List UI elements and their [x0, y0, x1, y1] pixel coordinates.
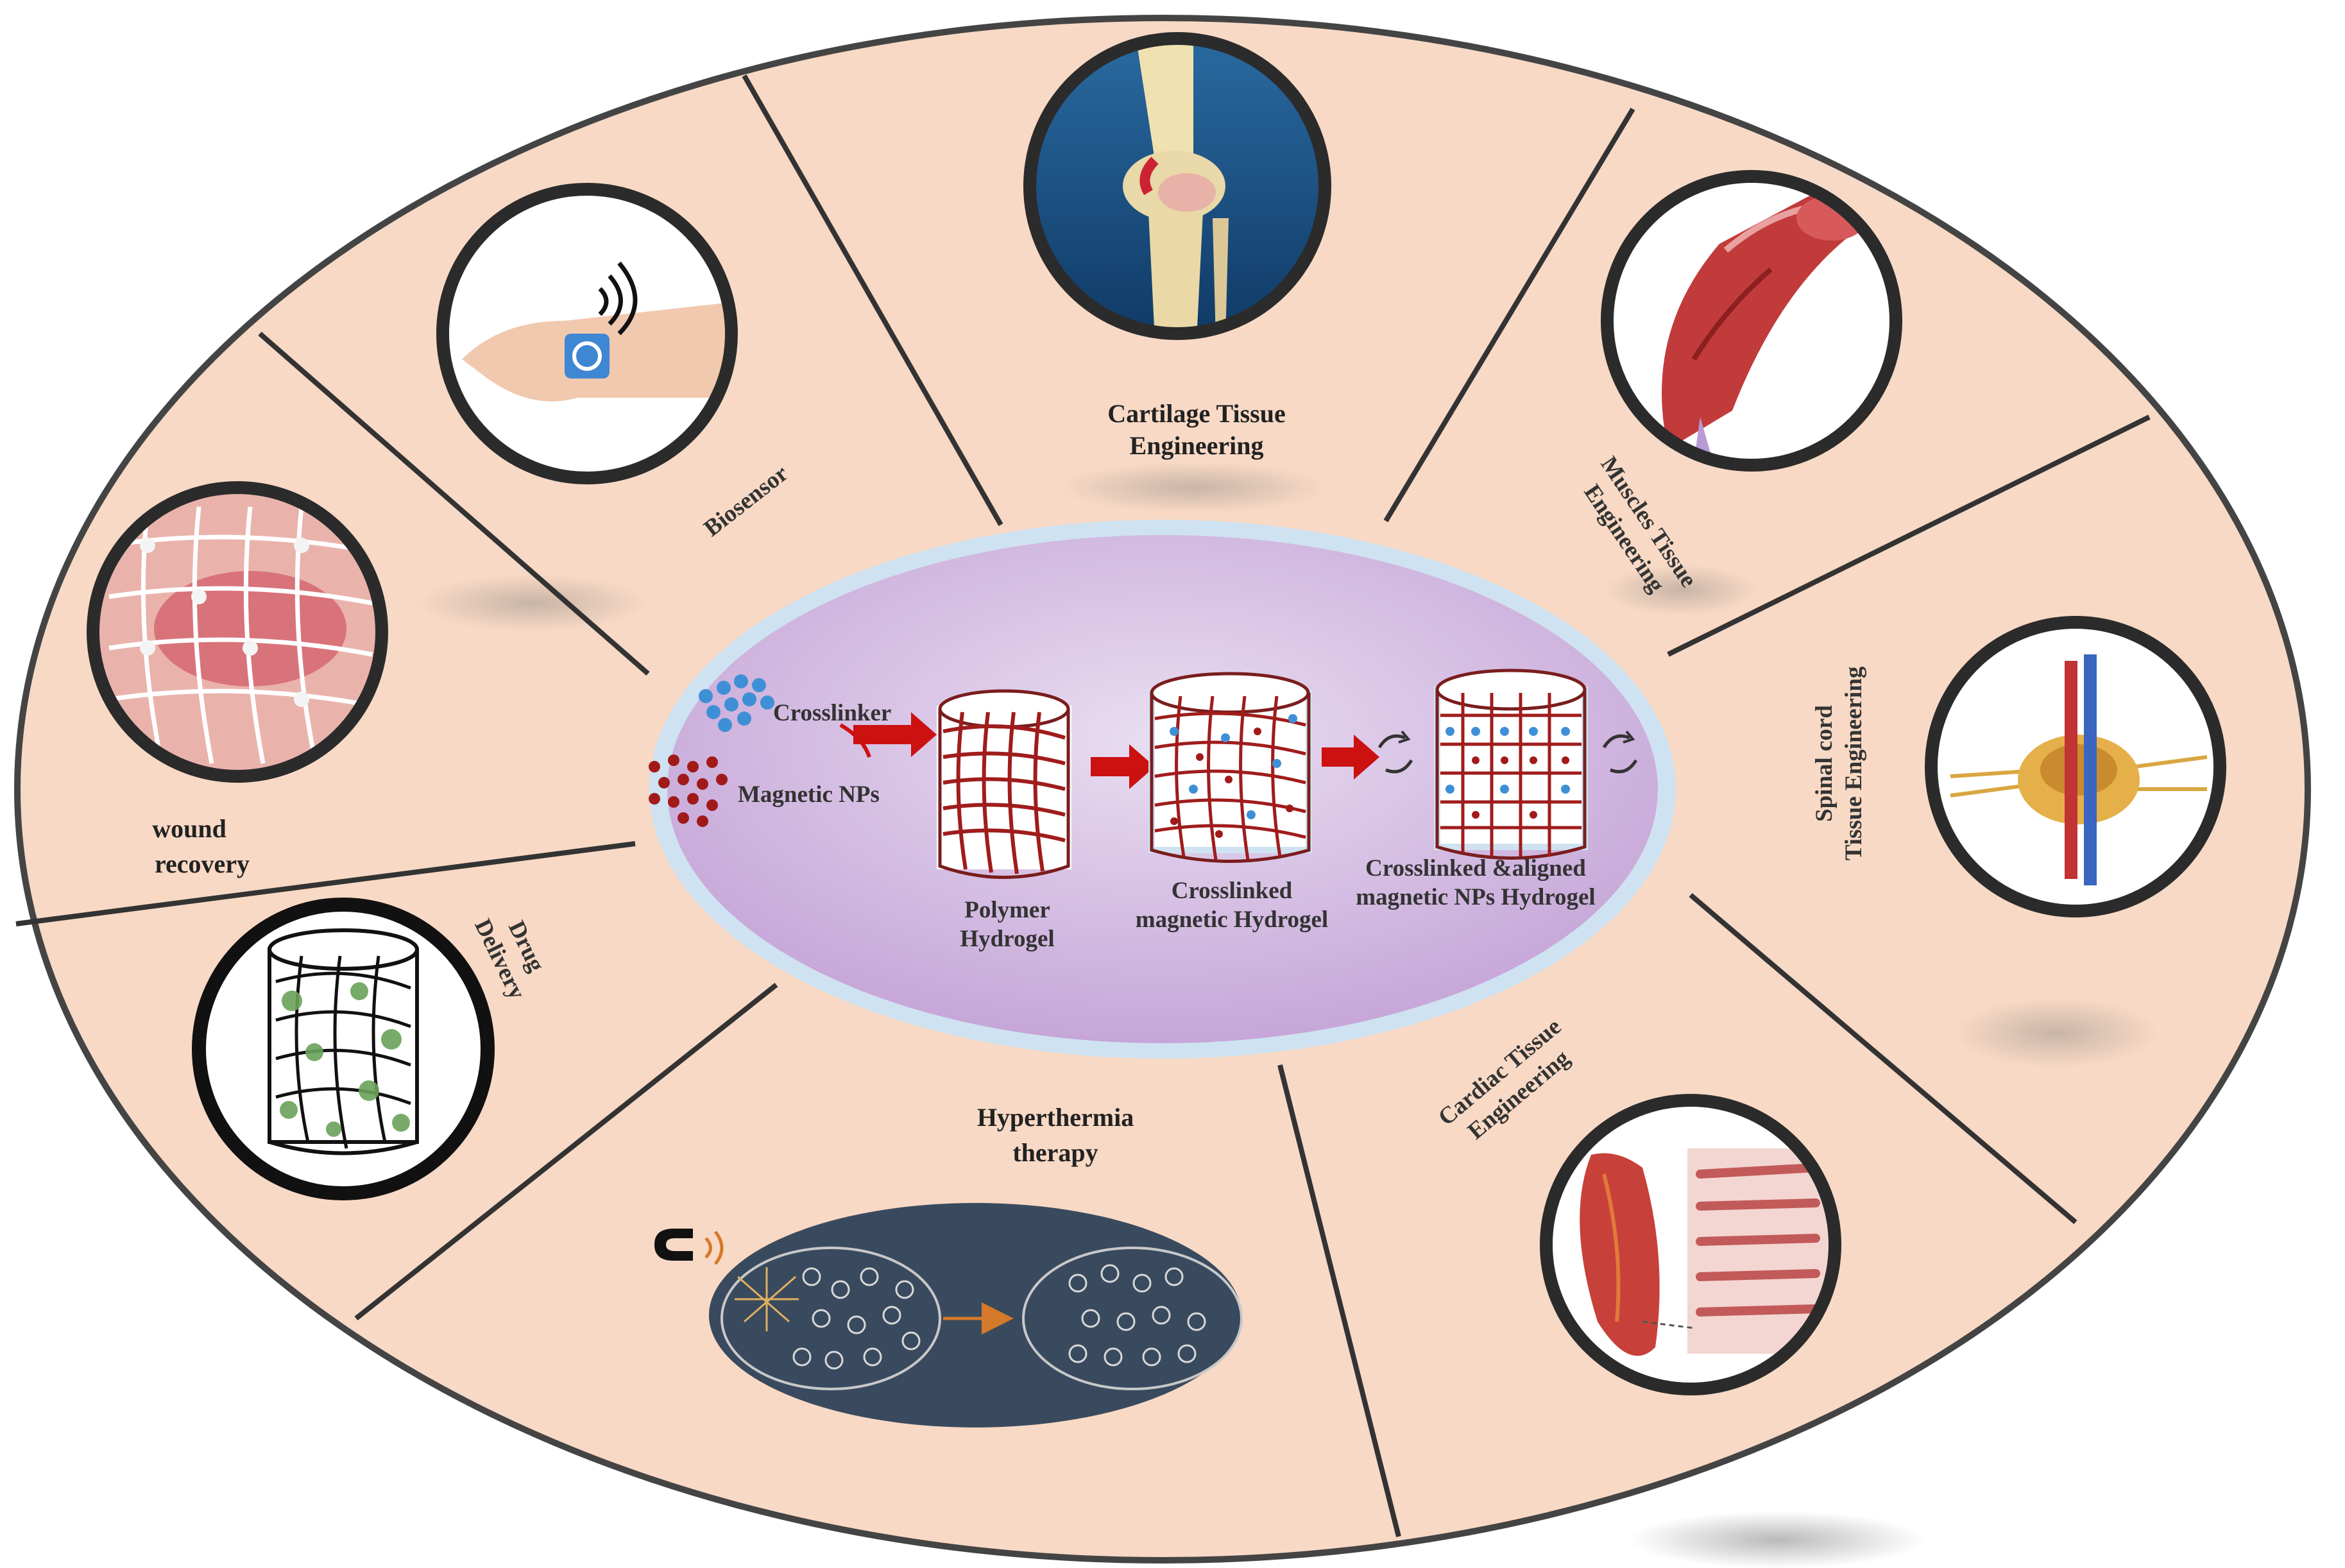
step-arrow-3	[1322, 735, 1379, 780]
left-rotation-icon	[1377, 730, 1413, 774]
muscles-image	[1601, 170, 1902, 472]
segment-shadow	[1954, 998, 2159, 1068]
crosslinked-hydrogel-cylinder	[1148, 672, 1312, 863]
cartilage-label-line1: Cartilage Tissue	[1107, 399, 1285, 428]
wound-label-line1: wound	[152, 814, 226, 843]
biosensor-image	[436, 183, 738, 484]
segment-shadow	[1059, 462, 1328, 513]
wound-label-line2: recovery	[155, 849, 250, 878]
spinal-label: Spinal cord Tissue Engineering	[1811, 666, 1867, 860]
hyperthermia-label-line2: therapy	[1012, 1138, 1098, 1167]
spinal-label-line1: Spinal cord	[1811, 705, 1838, 822]
crosslinker-particles	[699, 674, 774, 732]
step2-label-line2: magnetic Hydrogel	[1136, 907, 1328, 933]
spinal-label-line2: Tissue Engineering	[1841, 666, 1867, 860]
step3-label-line2: magnetic NPs Hydrogel	[1356, 884, 1595, 910]
right-rotation-icon	[1602, 730, 1638, 774]
step3-label-line1: Crosslinked &aligned	[1365, 855, 1586, 882]
step2-label-line1: Crosslinked	[1172, 878, 1293, 904]
step1-label-line1: Polymer	[964, 897, 1050, 923]
wound-image	[87, 481, 388, 783]
step-arrow-2	[1091, 744, 1155, 789]
magnetic-np-particles	[649, 754, 728, 827]
cartilage-label-line2: Engineering	[1130, 431, 1264, 460]
aligned-hydrogel-cylinder	[1434, 669, 1588, 860]
magnet-icon	[654, 1229, 693, 1261]
polymer-hydrogel-cylinder	[937, 689, 1071, 879]
hyperthermia-label-line1: Hyperthermia	[977, 1103, 1134, 1132]
cardiac-image	[1540, 1094, 1841, 1395]
step1-label-line2: Hydrogel	[960, 926, 1054, 952]
step-arrow-1	[853, 712, 937, 757]
hyperthermia-image	[654, 1203, 1243, 1427]
drug-image	[192, 898, 495, 1200]
segment-shadow	[417, 574, 648, 632]
bottom-shadow	[1630, 1511, 1925, 1568]
magnetic-nps-label: Magnetic NPs	[738, 781, 880, 808]
spinal-image	[1925, 616, 2226, 917]
segment-dividers	[15, 74, 2151, 1537]
crosslinker-label: Crosslinker	[773, 700, 891, 726]
cartilage-image	[1023, 32, 1331, 340]
segment-shadow	[1604, 565, 1758, 616]
